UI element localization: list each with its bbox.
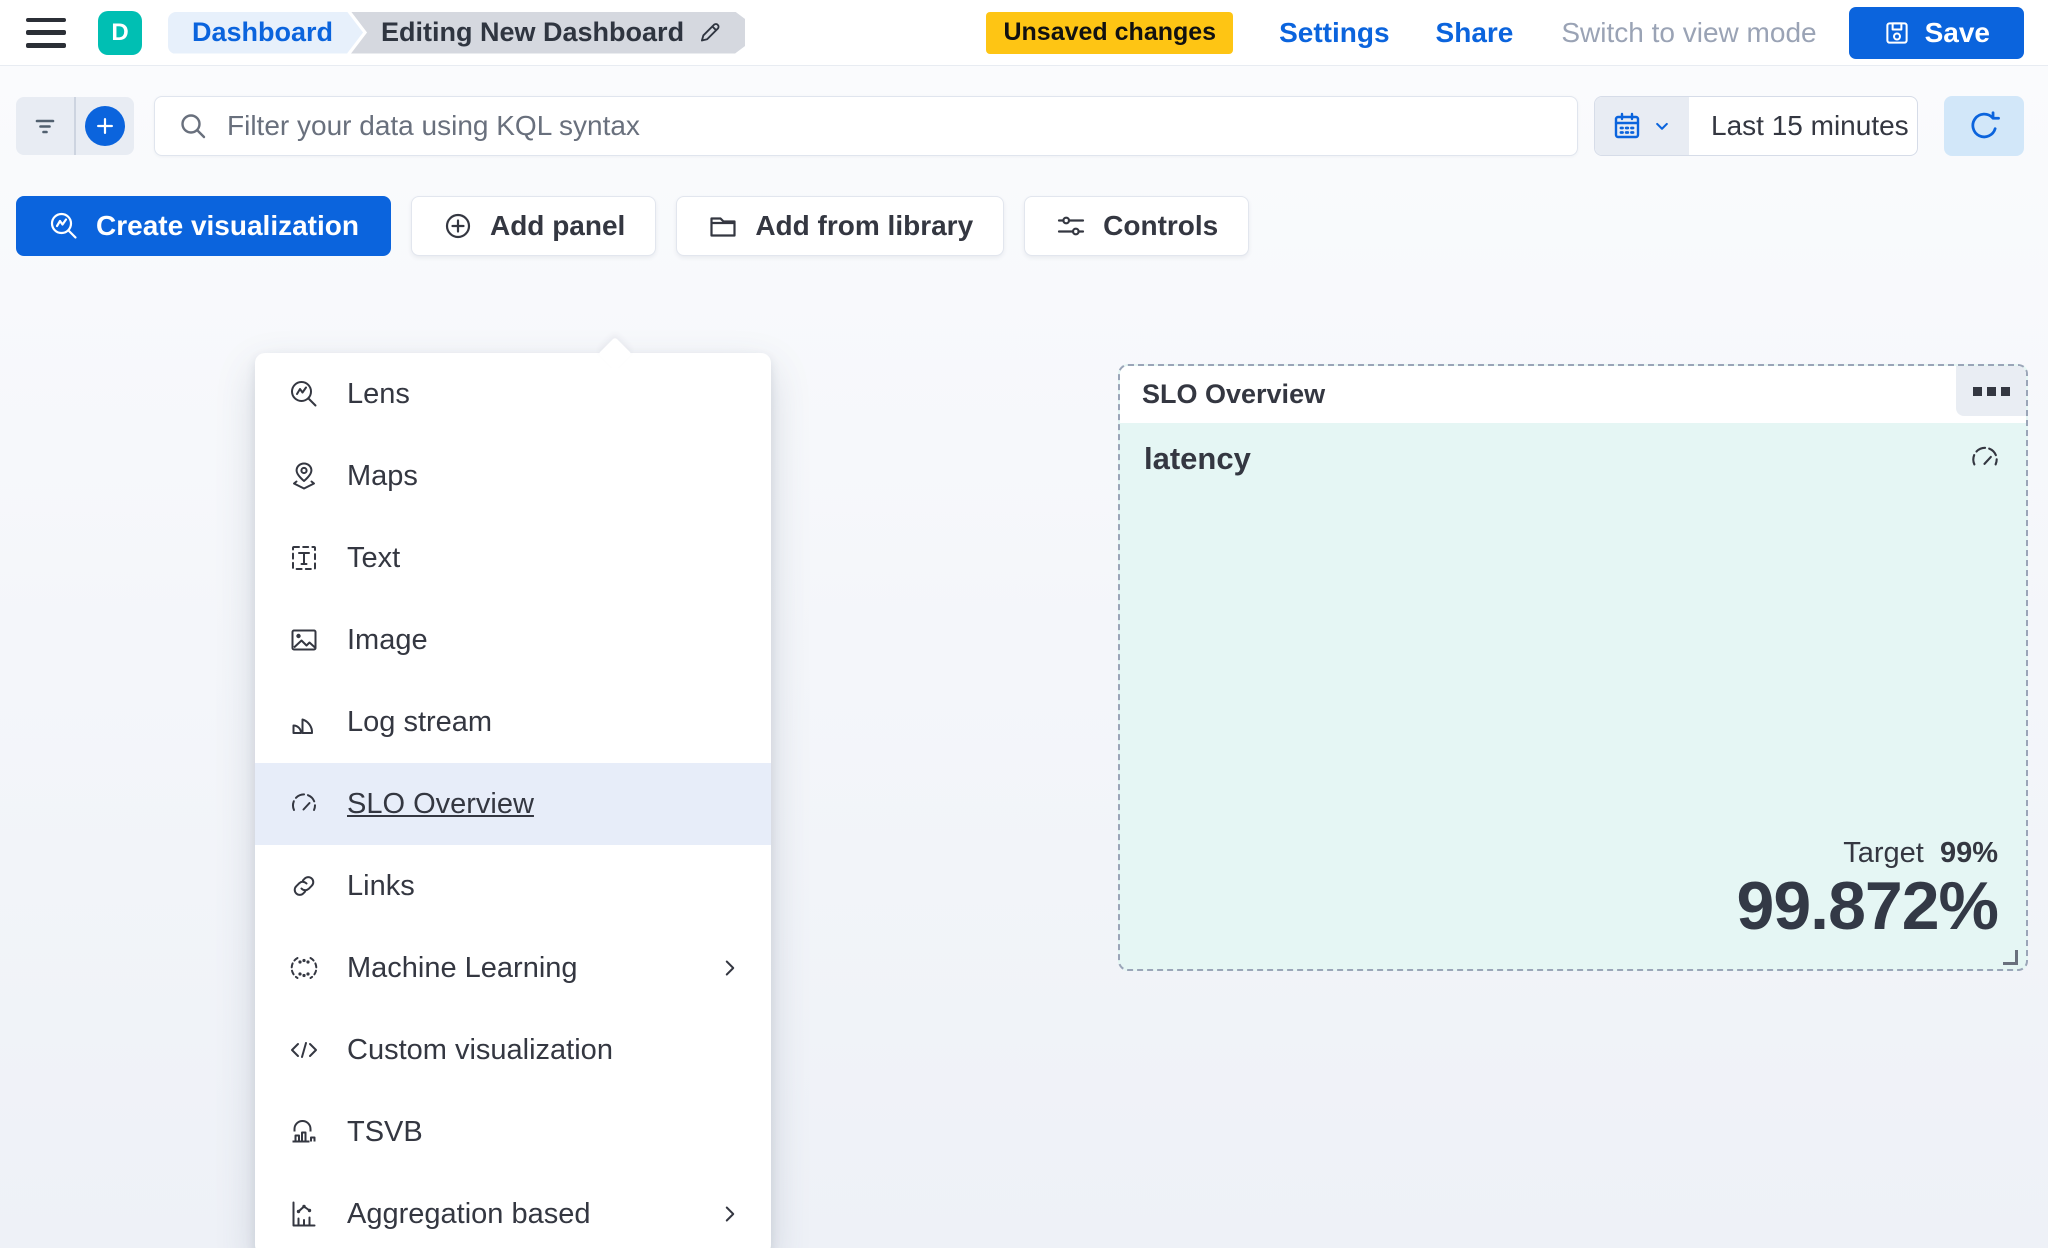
create-visualization-label: Create visualization — [96, 210, 359, 241]
panel-title: SLO Overview — [1142, 379, 1326, 409]
add-filter-button[interactable] — [76, 97, 134, 155]
slo-metrics: Target 99% 99.872% — [1736, 836, 1999, 944]
plus-circle-icon — [442, 210, 474, 242]
breadcrumb: Dashboard Editing New Dashboard — [168, 12, 745, 54]
maps-icon — [287, 460, 321, 492]
add-panel-button[interactable]: Add panel — [410, 196, 657, 256]
menu-item-slo-overview[interactable]: SLO Overview — [255, 763, 771, 845]
menu-item-label: Lens — [347, 377, 410, 410]
create-visualization-button[interactable]: Create visualization — [16, 196, 391, 256]
menu-item-label: Links — [347, 869, 415, 902]
dashboard-content: Last 15 minutes Create visualization — [0, 66, 2048, 1248]
link-icon — [287, 870, 321, 902]
menu-item-tsvb[interactable]: TSVB — [255, 1091, 771, 1173]
menu-item-links[interactable]: Links — [255, 845, 771, 927]
sli-value: 99.872% — [1736, 867, 1999, 944]
image-icon — [287, 624, 321, 656]
aggregation-icon — [287, 1198, 321, 1230]
chevron-right-icon — [717, 1201, 743, 1227]
menu-item-label: SLO Overview — [347, 787, 534, 820]
avatar[interactable]: D — [98, 10, 142, 55]
unsaved-changes-badge: Unsaved changes — [986, 11, 1234, 54]
lens-icon — [287, 378, 321, 410]
slo-name: latency — [1144, 441, 1251, 476]
code-icon — [287, 1034, 321, 1066]
log-stream-icon — [287, 706, 321, 738]
menu-item-label: Text — [347, 541, 401, 574]
slo-overview-panel[interactable]: SLO Overview latency Target 99% 99.872% — [1118, 364, 2028, 971]
query-bar: Last 15 minutes — [0, 66, 2048, 156]
controls-label: Controls — [1103, 210, 1219, 241]
filter-controls-group — [16, 97, 134, 155]
refresh-button[interactable] — [1944, 96, 2024, 156]
menu-item-label: Custom visualization — [347, 1033, 613, 1066]
top-header: D Dashboard Editing New Dashboard Unsave… — [0, 0, 2048, 66]
settings-link[interactable]: Settings — [1279, 16, 1390, 48]
chevron-right-icon — [717, 955, 743, 981]
add-panel-menu: Lens Maps Text — [255, 337, 771, 1248]
panel-header: SLO Overview — [1120, 366, 2026, 423]
menu-item-lens[interactable]: Lens — [255, 353, 771, 435]
menu-item-log-stream[interactable]: Log stream — [255, 681, 771, 763]
menu-item-label: Image — [347, 623, 428, 656]
lens-icon — [48, 210, 80, 242]
gauge-icon — [287, 788, 321, 820]
menu-item-image[interactable]: Image — [255, 599, 771, 681]
save-button-label: Save — [1924, 16, 1990, 48]
tsvb-icon — [287, 1116, 321, 1148]
kql-search-bar[interactable] — [154, 96, 1578, 156]
menu-item-text[interactable]: Text — [255, 517, 771, 599]
menu-item-label: Maps — [347, 459, 418, 492]
menu-item-machine-learning[interactable]: Machine Learning — [255, 927, 771, 1009]
plus-icon — [84, 106, 125, 146]
sliders-icon — [1055, 210, 1087, 242]
panel-body: latency Target 99% 99.872% — [1120, 423, 2026, 969]
save-icon — [1883, 19, 1911, 47]
menu-item-maps[interactable]: Maps — [255, 435, 771, 517]
controls-button[interactable]: Controls — [1024, 196, 1250, 256]
menu-hamburger-icon[interactable] — [26, 17, 66, 48]
menu-item-label: Aggregation based — [347, 1197, 591, 1230]
gauge-icon — [1968, 441, 2002, 475]
menu-item-aggregation-based[interactable]: Aggregation based — [255, 1173, 771, 1248]
menu-item-label: Log stream — [347, 705, 493, 738]
chevron-down-icon — [1651, 115, 1673, 137]
calendar-icon — [1611, 110, 1643, 142]
panel-resize-handle[interactable] — [2003, 950, 2018, 965]
time-picker: Last 15 minutes — [1594, 96, 1918, 156]
share-link[interactable]: Share — [1435, 16, 1514, 48]
add-from-library-button[interactable]: Add from library — [676, 196, 1005, 256]
edit-pencil-icon[interactable] — [696, 19, 723, 46]
time-picker-calendar-button[interactable] — [1595, 97, 1689, 155]
add-panel-label: Add panel — [489, 210, 626, 241]
menu-item-label: Machine Learning — [347, 951, 578, 984]
target-value: 99% — [1939, 836, 1998, 869]
text-icon — [287, 542, 321, 574]
kql-search-input[interactable] — [227, 110, 1555, 142]
filter-funnel-icon[interactable] — [16, 97, 74, 155]
save-button[interactable]: Save — [1848, 6, 2024, 59]
breadcrumb-current[interactable]: Editing New Dashboard — [351, 12, 745, 54]
breadcrumb-dashboard[interactable]: Dashboard — [168, 12, 363, 54]
search-icon — [177, 110, 209, 142]
add-from-library-label: Add from library — [755, 210, 974, 241]
folder-icon — [707, 210, 739, 242]
machine-learning-icon — [287, 952, 321, 984]
time-range-value[interactable]: Last 15 minutes — [1711, 110, 1909, 141]
switch-to-view-mode-link[interactable]: Switch to view mode — [1561, 16, 1817, 48]
menu-item-custom-visualization[interactable]: Custom visualization — [255, 1009, 771, 1091]
target-label: Target — [1843, 836, 1932, 869]
edit-toolbar: Create visualization Add panel Add from … — [0, 156, 2048, 256]
panel-options-icon[interactable] — [1956, 366, 2026, 416]
refresh-icon — [1967, 109, 2001, 143]
breadcrumb-current-label: Editing New Dashboard — [381, 17, 685, 47]
menu-item-label: TSVB — [347, 1115, 423, 1148]
